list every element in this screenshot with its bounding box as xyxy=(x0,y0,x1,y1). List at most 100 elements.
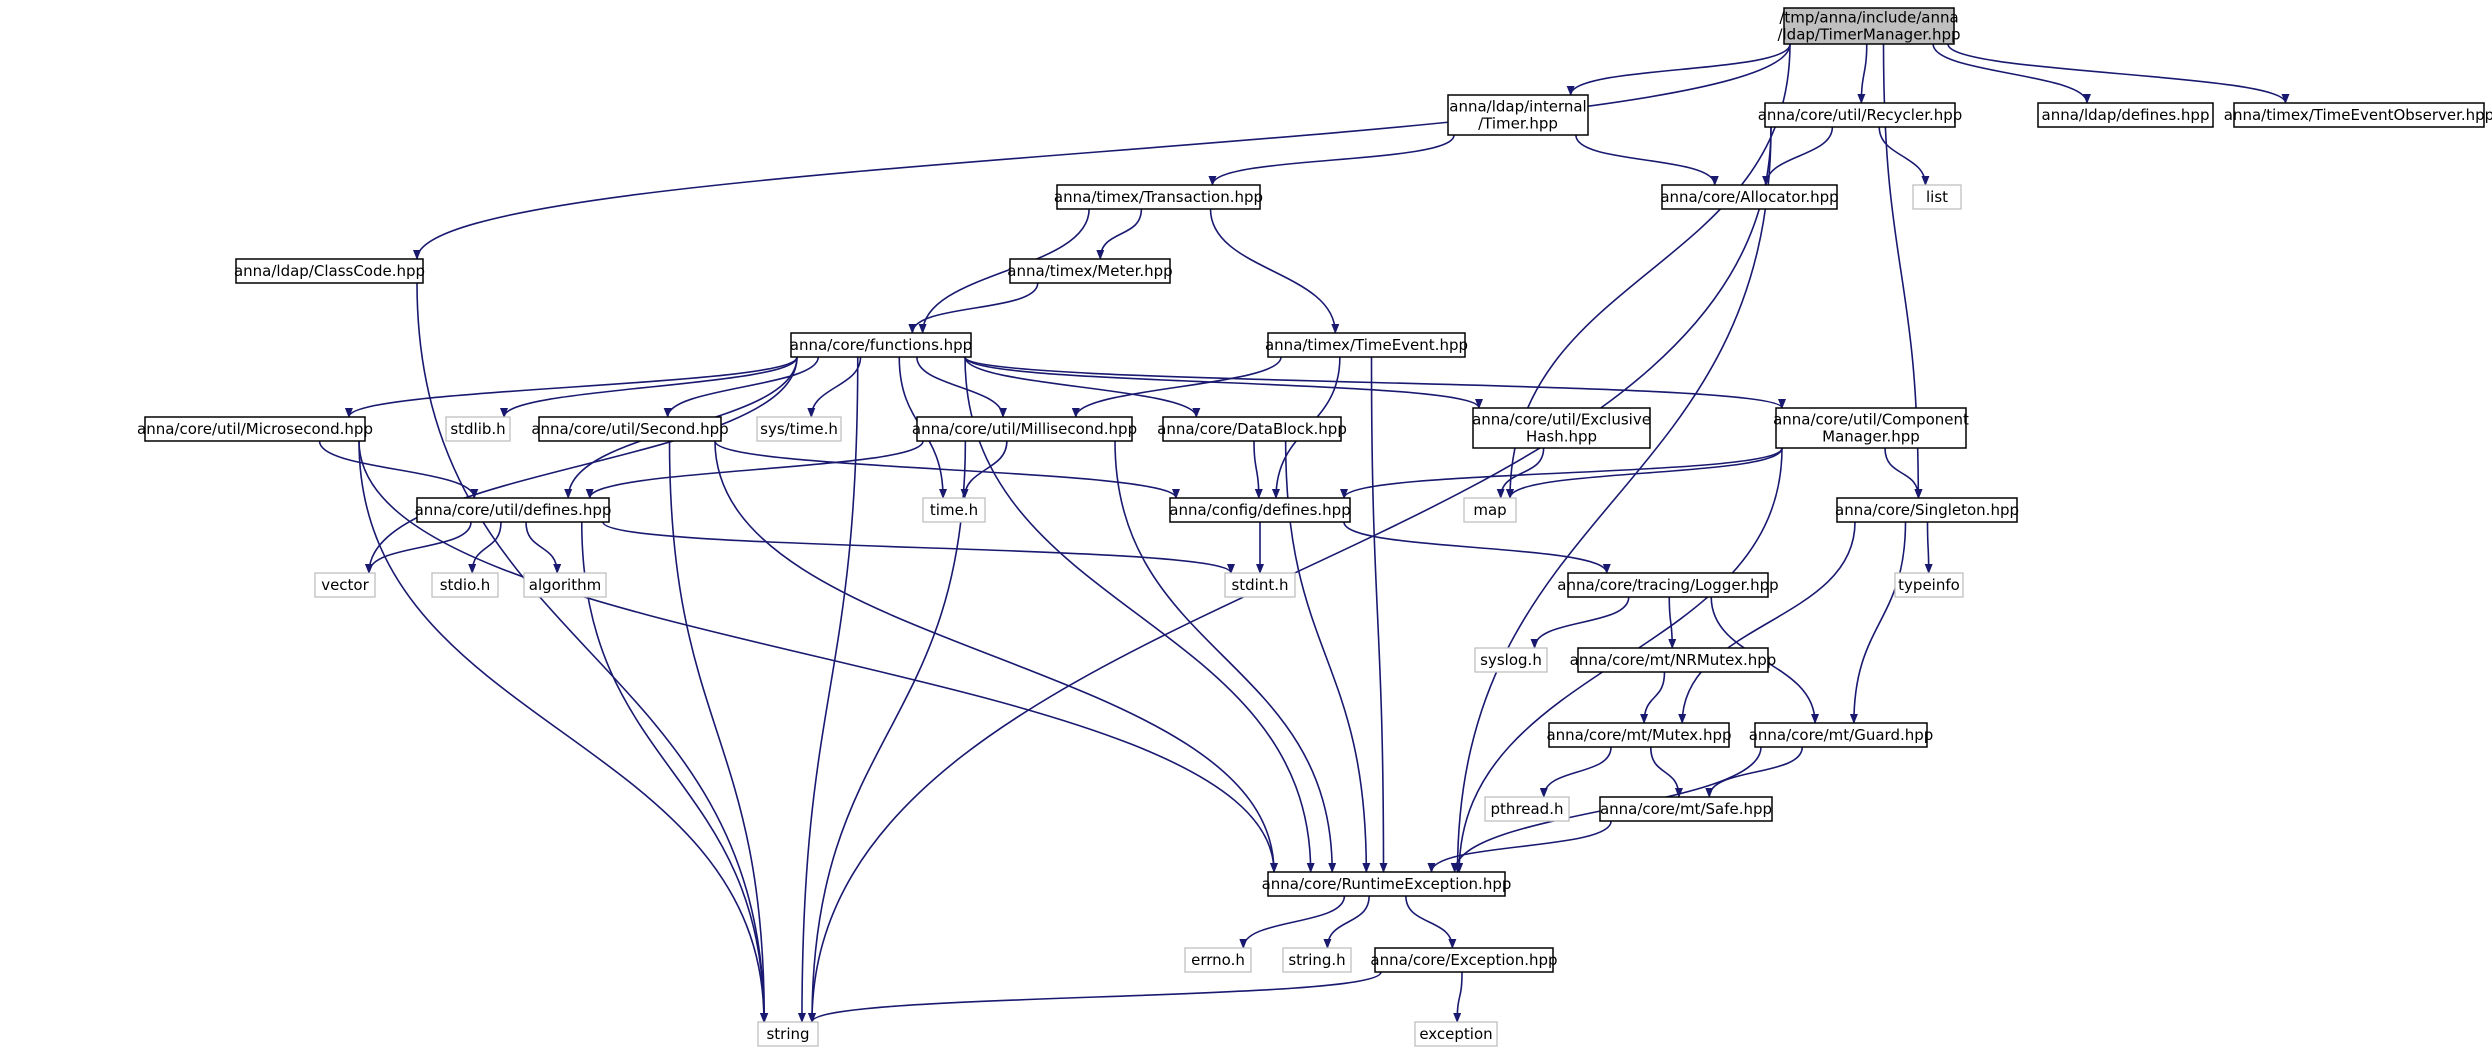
node-label: stdio.h xyxy=(440,576,491,594)
node-config-defines[interactable]: anna/config/defines.hpp xyxy=(1169,497,1351,523)
node-box xyxy=(144,416,366,442)
node-datablock[interactable]: anna/core/DataBlock.hpp xyxy=(1157,416,1347,442)
node-millisecond[interactable]: anna/core/util/Millisecond.hpp xyxy=(912,416,1137,442)
node-box xyxy=(1474,647,1548,673)
edge-timeevent-to-runtime xyxy=(1370,356,1388,873)
node-box xyxy=(1056,184,1261,210)
edge-runtime-to-errno xyxy=(1239,895,1346,949)
node-box xyxy=(1009,258,1171,284)
node-transaction[interactable]: anna/timex/Transaction.hpp xyxy=(1054,184,1263,210)
edge-functions-to-microsecond xyxy=(345,356,798,418)
node-box xyxy=(922,497,986,523)
node-box xyxy=(1162,416,1342,442)
node-microsecond[interactable]: anna/core/util/Microsecond.hpp xyxy=(137,416,373,442)
node-label: anna/timex/Transaction.hpp xyxy=(1054,188,1263,206)
edge-root-to-ldap-defines xyxy=(1932,43,2091,104)
edge-singleton-to-mutex xyxy=(1678,521,1856,724)
edge-config-defines-to-logger xyxy=(1343,521,1611,574)
edge-functions-to-vector xyxy=(365,356,798,574)
node-timeevent[interactable]: anna/timex/TimeEvent.hpp xyxy=(1265,332,1468,358)
node-ldap-defines[interactable]: anna/ldap/defines.hpp xyxy=(2037,102,2214,128)
node-allocator[interactable]: anna/core/Allocator.hpp xyxy=(1660,184,1839,210)
node-label: time.h xyxy=(930,501,978,519)
node-nrmutex[interactable]: anna/core/mt/NRMutex.hpp xyxy=(1570,647,1777,673)
node-box xyxy=(1463,497,1517,523)
node-systime: sys/time.h xyxy=(756,416,842,442)
node-box xyxy=(1836,497,2018,523)
node-box xyxy=(1267,871,1506,897)
node-box xyxy=(235,258,424,284)
node-ldap-timer[interactable]: anna/ldap/internal/Timer.hpp xyxy=(1447,94,1589,136)
node-label: anna/core/mt/Guard.hpp xyxy=(1749,726,1934,744)
node-box xyxy=(1783,7,1955,45)
node-box xyxy=(2233,102,2485,128)
node-label: /ldap/TimerManager.hpp xyxy=(1777,26,1960,44)
edge-mutex-to-safe xyxy=(1649,746,1683,798)
edge-datablock-to-config-defines xyxy=(1253,440,1263,499)
node-pthread: pthread.h xyxy=(1484,796,1570,822)
node-vector: vector xyxy=(314,572,376,598)
edge-functions-to-component xyxy=(964,356,1786,409)
node-label: anna/core/mt/NRMutex.hpp xyxy=(1570,651,1777,669)
edge-second-to-runtime xyxy=(714,440,1278,873)
node-classcode[interactable]: anna/ldap/ClassCode.hpp xyxy=(234,258,425,284)
node-util-defines[interactable]: anna/core/util/defines.hpp xyxy=(415,497,612,523)
node-box xyxy=(1224,572,1296,598)
node-label: /Timer.hpp xyxy=(1478,115,1558,133)
node-exception-hpp[interactable]: anna/core/Exception.hpp xyxy=(1370,947,1558,973)
node-safe[interactable]: anna/core/mt/Safe.hpp xyxy=(1599,796,1773,822)
edge-functions-to-millisecond xyxy=(916,356,1007,418)
edge-util-defines-to-stdio xyxy=(468,521,502,574)
edge-transaction-to-functions xyxy=(918,208,1090,334)
node-label: anna/core/util/Millisecond.hpp xyxy=(912,420,1137,438)
node-label: anna/timex/Meter.hpp xyxy=(1007,262,1172,280)
node-box xyxy=(1775,407,1967,449)
node-stdint: stdint.h xyxy=(1224,572,1296,598)
edge-timeevent-to-millisecond xyxy=(1071,356,1282,418)
node-runtime[interactable]: anna/core/RuntimeException.hpp xyxy=(1262,871,1512,897)
node-label: string.h xyxy=(1288,951,1345,969)
node-box xyxy=(790,332,972,358)
node-teo[interactable]: anna/timex/TimeEventObserver.hpp xyxy=(2224,102,2492,128)
node-label: anna/ldap/internal xyxy=(1449,98,1586,116)
node-box xyxy=(416,497,610,523)
edge-second-to-string xyxy=(668,440,769,1023)
node-exception: exception xyxy=(1414,1021,1498,1047)
node-singleton[interactable]: anna/core/Singleton.hpp xyxy=(1835,497,2019,523)
node-logger[interactable]: anna/core/tracing/Logger.hpp xyxy=(1557,572,1779,598)
node-label: syslog.h xyxy=(1480,651,1542,669)
node-box xyxy=(757,1021,819,1047)
node-label: stdint.h xyxy=(1231,576,1288,594)
edge-functions-to-datablock xyxy=(964,356,1201,418)
node-box xyxy=(1169,497,1351,523)
node-meter[interactable]: anna/timex/Meter.hpp xyxy=(1007,258,1173,284)
node-box xyxy=(1472,407,1651,449)
edge-functions-to-second xyxy=(663,356,820,418)
edge-ldap-timer-to-allocator xyxy=(1575,134,1719,186)
node-errno: errno.h xyxy=(1184,947,1252,973)
node-label: list xyxy=(1926,188,1948,206)
node-box xyxy=(1661,184,1838,210)
node-label: pthread.h xyxy=(1491,800,1564,818)
edge-microsecond-to-string xyxy=(358,440,768,1023)
node-label: anna/core/Exception.hpp xyxy=(1370,951,1557,969)
node-label: anna/core/mt/Mutex.hpp xyxy=(1546,726,1731,744)
edge-safe-to-runtime xyxy=(1427,820,1612,873)
node-recycler[interactable]: anna/core/util/Recycler.hpp xyxy=(1758,102,1963,128)
node-root[interactable]: /tmp/anna/include/anna/ldap/TimerManager… xyxy=(1777,7,1961,45)
node-mutex[interactable]: anna/core/mt/Mutex.hpp xyxy=(1546,722,1732,748)
node-label: typeinfo xyxy=(1898,576,1960,594)
node-functions[interactable]: anna/core/functions.hpp xyxy=(790,332,972,358)
node-label: anna/timex/TimeEvent.hpp xyxy=(1265,336,1468,354)
node-guard[interactable]: anna/core/mt/Guard.hpp xyxy=(1749,722,1934,748)
edge-second-to-config-defines xyxy=(714,440,1180,499)
node-label: anna/core/RuntimeException.hpp xyxy=(1262,875,1512,893)
node-label: anna/core/util/defines.hpp xyxy=(415,501,612,519)
node-label: anna/core/Allocator.hpp xyxy=(1660,188,1838,206)
edge-millisecond-to-time-h xyxy=(960,440,1008,499)
edge-root-to-ldap-timer xyxy=(1566,43,1791,96)
node-box xyxy=(445,416,511,442)
node-second[interactable]: anna/core/util/Second.hpp xyxy=(531,416,729,442)
